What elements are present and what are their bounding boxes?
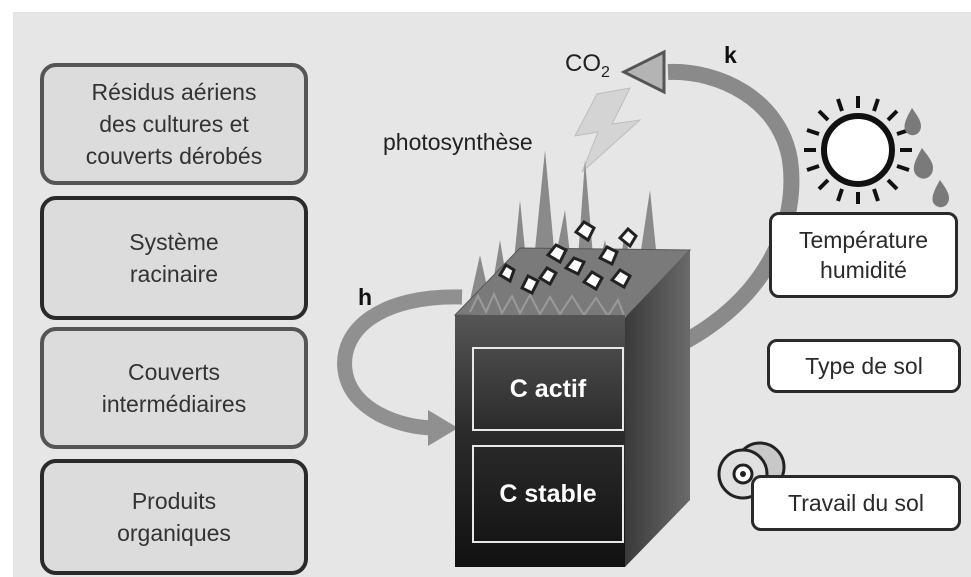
c-active-label: C actif	[509, 374, 587, 403]
source-box-aerial-residues: Résidus aériens des cultures et couverts…	[40, 63, 308, 185]
lightning-icon	[574, 87, 642, 173]
sun-icon	[804, 96, 912, 204]
k-arrowhead-icon	[620, 49, 666, 95]
soil-cube-front	[455, 315, 625, 567]
source-box-root-system: Système racinaire	[40, 196, 308, 320]
c-active-frame	[472, 347, 624, 431]
h-arrowhead-icon	[428, 410, 458, 446]
factor-box-tillage: Travail du sol	[751, 475, 961, 531]
h-arrow	[337, 289, 463, 436]
grass-texture	[469, 291, 626, 319]
residue-pieces	[497, 220, 638, 296]
water-drops-icon	[904, 108, 949, 208]
factor-box-soil-type: Type de sol	[767, 339, 961, 393]
soil-cube-side	[625, 250, 690, 567]
k-label: k	[724, 42, 737, 68]
source-box-organic-products: Produits organiques	[40, 459, 308, 575]
factor-box-temperature-humidity: Température humidité	[769, 212, 958, 298]
source-box-cover-crops: Couverts intermédiaires	[40, 327, 308, 449]
c-stable-frame	[472, 445, 624, 543]
c-stable-label: C stable	[499, 479, 597, 508]
h-label: h	[358, 284, 373, 310]
co2-label: CO2	[565, 50, 610, 81]
photosynthesis-label: photosynthèse	[383, 129, 533, 155]
k-arrow	[609, 63, 800, 378]
